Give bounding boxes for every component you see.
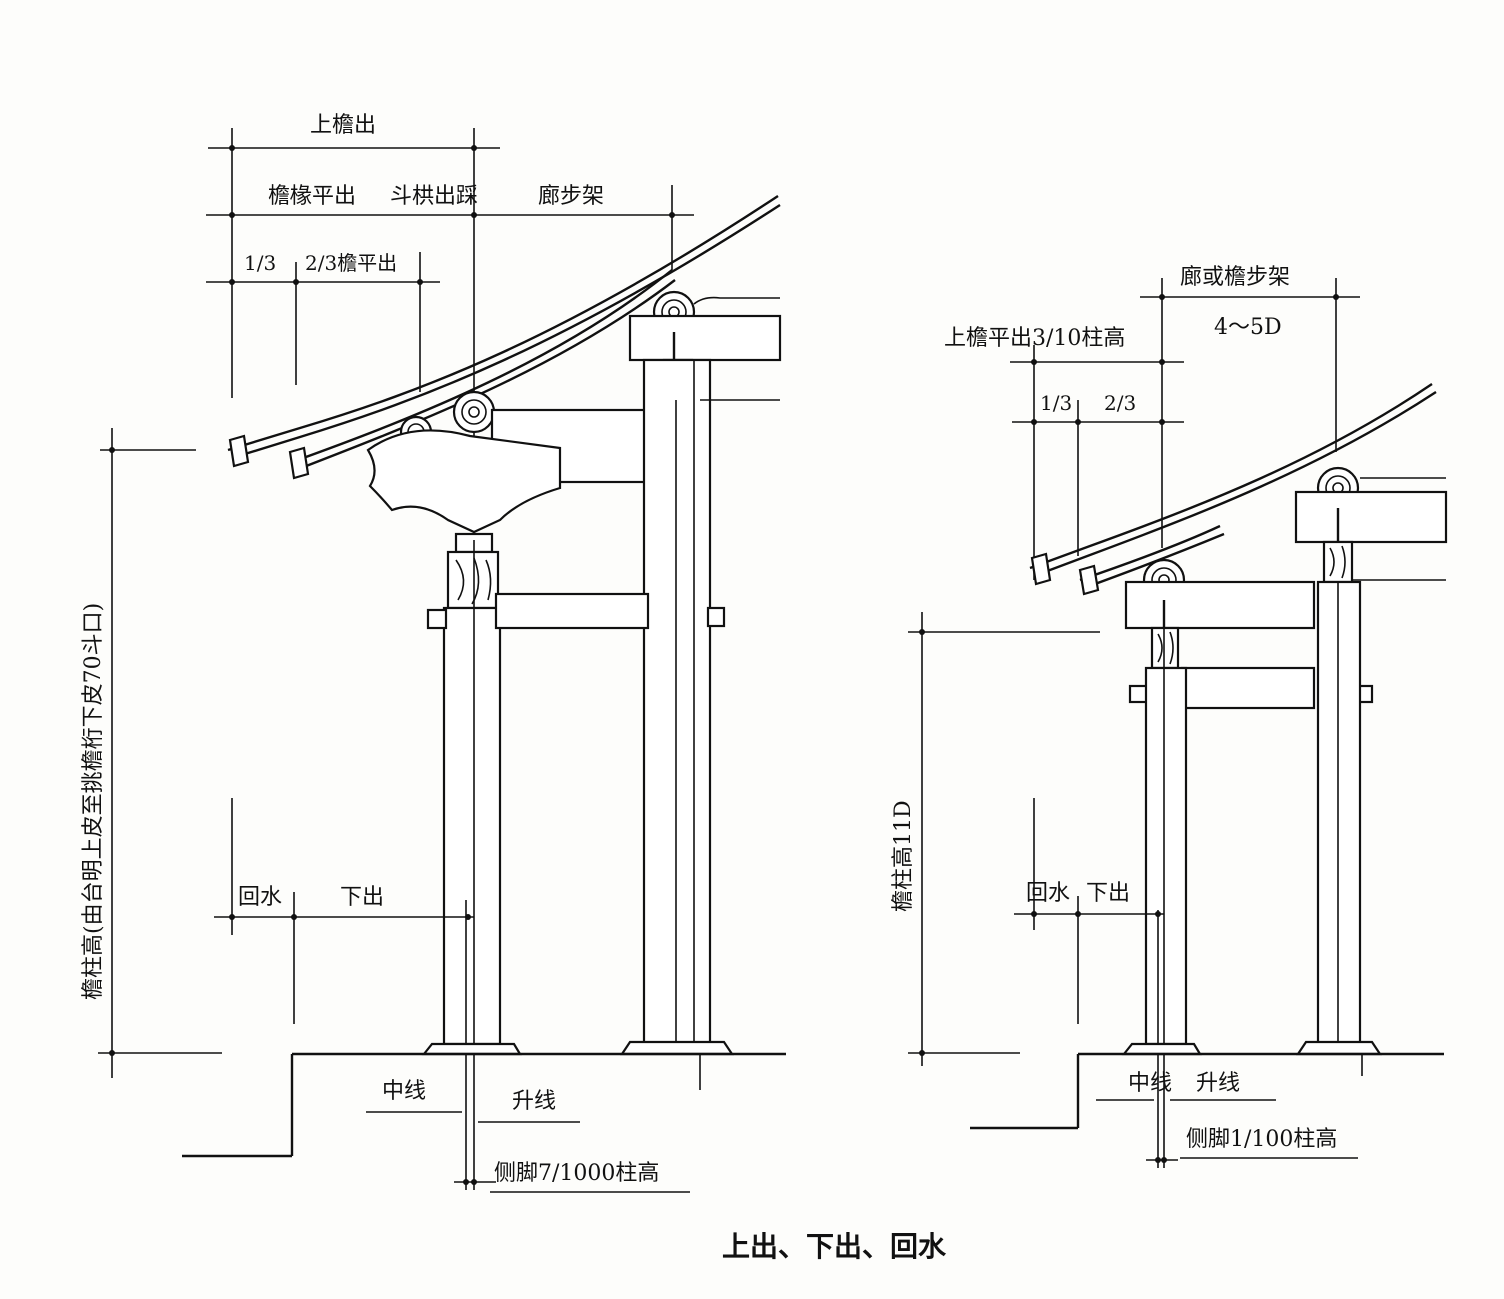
- right-diagram: 廊或檐步架 4～5D 上檐平出3/10柱高 1/3 2/3: [891, 265, 1448, 1168]
- right-roof: [1029, 383, 1437, 596]
- label-one-third-right: 1/3: [1040, 391, 1072, 415]
- label-hui-shui-left: 回水: [238, 885, 282, 910]
- right-beams: [1124, 477, 1448, 710]
- left-center-lines: 中线 升线 侧脚7/1000柱高: [366, 1079, 690, 1193]
- label-column-height-right: 檐柱高11D: [891, 800, 916, 912]
- left-dim-hui-shui: 回水 下出: [214, 798, 474, 1024]
- label-sheng-xian-left: 升线: [512, 1089, 556, 1114]
- label-ce-jiao-left: 侧脚7/1000柱高: [494, 1161, 659, 1186]
- label-ce-jiao-right: 侧脚1/100柱高: [1186, 1127, 1337, 1152]
- label-two-thirds-eave: 2/3檐平出: [305, 251, 397, 275]
- left-dim-column-height: 檐柱高(由台明上皮至挑檐桁下皮70斗口): [81, 428, 222, 1078]
- label-zhong-xian-right: 中线: [1128, 1071, 1172, 1096]
- label-two-thirds-right: 2/3: [1104, 391, 1136, 415]
- label-shang-yan-ping-chu: 上檐平出3/10柱高: [944, 326, 1125, 351]
- label-zhong-xian-left: 中线: [382, 1079, 426, 1104]
- left-dim-row2: 檐椽平出 斗栱出踩 廊步架: [206, 184, 694, 270]
- label-lang-huo-yan-bu-jia: 廊或檐步架: [1180, 265, 1290, 290]
- label-shang-yan-chu: 上檐出: [310, 113, 376, 138]
- left-brackets: [366, 296, 782, 610]
- label-xia-chu-left: 下出: [340, 885, 384, 910]
- label-sheng-xian-right: 升线: [1196, 1071, 1240, 1096]
- left-diagram: 上檐出 檐椽平出 斗栱出踩 廊步架 1/3 2/3檐平出: [81, 113, 786, 1193]
- right-center-lines: 中线 升线 侧脚1/100柱高: [1096, 1071, 1358, 1163]
- left-columns: [421, 358, 780, 1190]
- label-hui-shui-right: 回水: [1026, 881, 1070, 906]
- label-xia-chu-right: 下出: [1086, 881, 1130, 906]
- figure-caption: 上出、下出、回水: [722, 1230, 947, 1263]
- label-lang-bu-jia: 廊步架: [538, 184, 604, 209]
- left-roof: [227, 194, 781, 480]
- label-lang-dim: 4～5D: [1214, 315, 1282, 340]
- left-dim-row3: 1/3 2/3檐平出: [206, 251, 440, 392]
- right-dim-lang: 廊或檐步架 4～5D: [1140, 265, 1360, 548]
- right-dim-hui-shui: 回水 下出: [1014, 798, 1164, 1024]
- left-ground: [182, 1052, 786, 1158]
- right-columns: [1121, 580, 1383, 1168]
- label-one-third: 1/3: [244, 251, 276, 275]
- label-yan-chuan-ping-chu: 檐椽平出: [268, 184, 356, 209]
- label-column-height-left: 檐柱高(由台明上皮至挑檐桁下皮70斗口): [81, 603, 106, 1000]
- right-ground: [970, 1052, 1444, 1130]
- label-dou-gong-chu-cai: 斗栱出踩: [390, 184, 478, 209]
- right-dim-thirds: 1/3 2/3: [1012, 391, 1184, 556]
- right-dim-shang-yan-ping-chu: 上檐平出3/10柱高: [944, 326, 1184, 580]
- right-dim-column-height: 檐柱高11D: [891, 612, 1100, 1066]
